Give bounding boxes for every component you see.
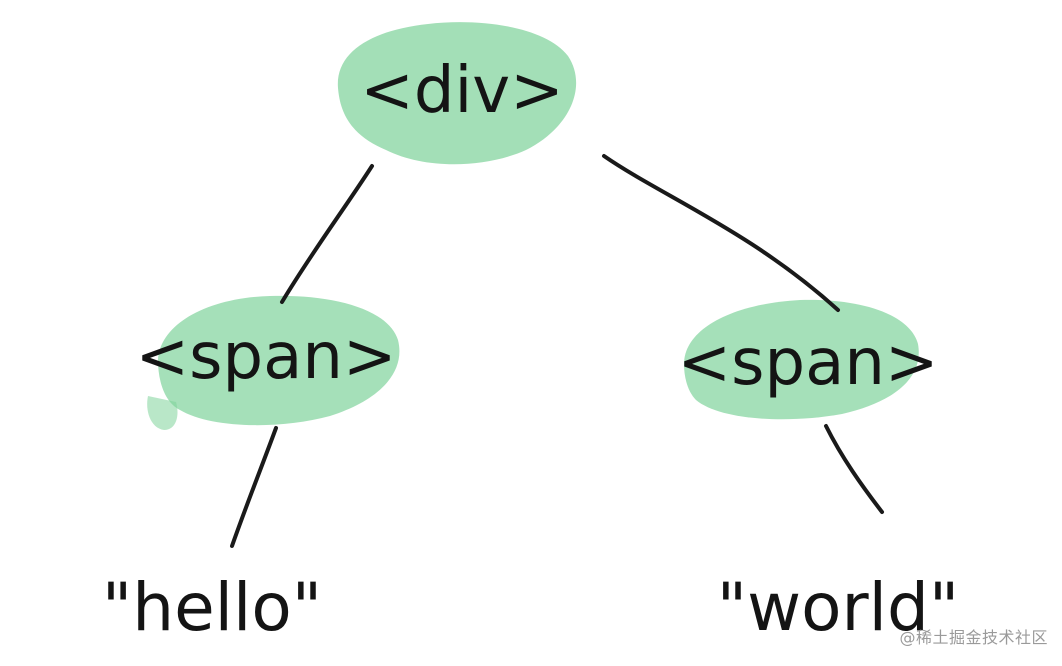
edge-span-left-hello (230, 426, 278, 548)
span-left-node-drip (147, 396, 178, 430)
div-node-blob (337, 22, 577, 165)
leaf-hello-label: "hello" (102, 569, 322, 646)
edge-span-right-world (824, 424, 884, 514)
span-left-node-label: <span> (136, 320, 397, 394)
edge-div-span-right (602, 154, 840, 312)
span-right-node-label: <span> (678, 326, 939, 400)
span-right-node-blob (684, 299, 919, 420)
div-node-label: <div> (360, 54, 564, 128)
tree-edges (230, 154, 884, 548)
node-blobs (147, 22, 919, 430)
edge-div-span-left (280, 164, 374, 304)
span-left-node-blob (158, 295, 400, 426)
leaf-world-label: "world" (717, 569, 959, 646)
watermark-text: @稀土掘金技术社区 (899, 628, 1048, 647)
